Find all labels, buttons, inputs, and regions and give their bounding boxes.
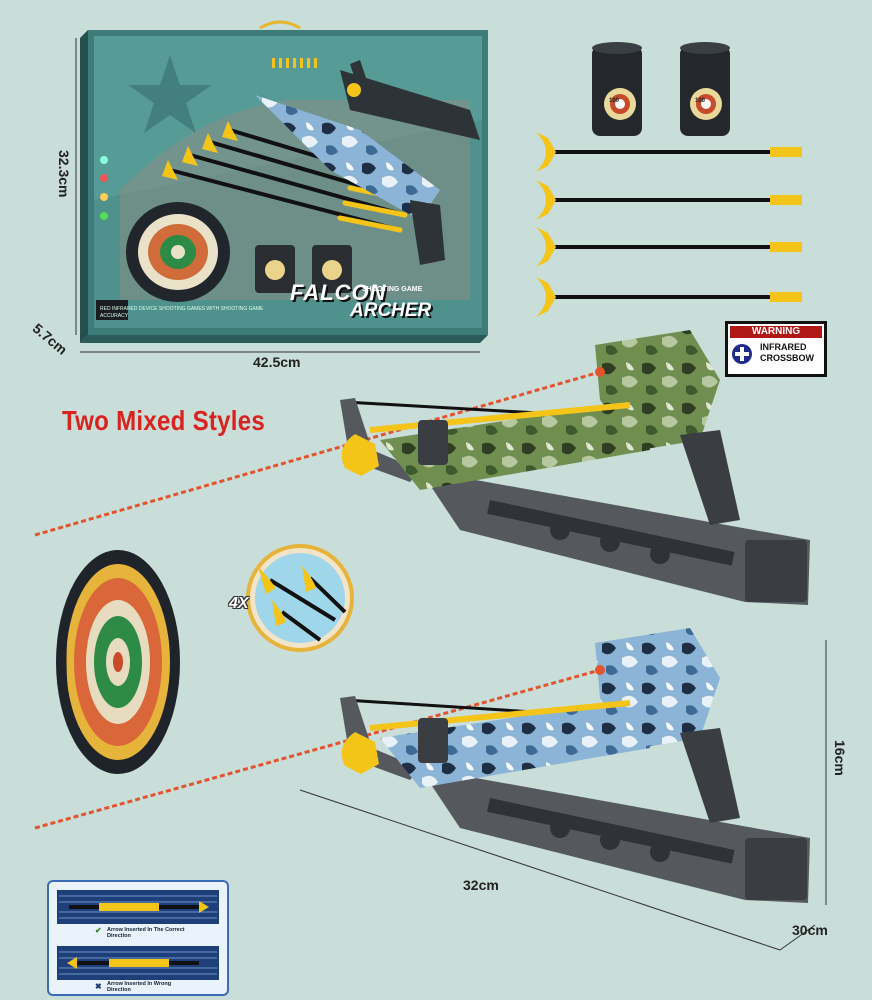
warning-text: INFRARED CROSSBOW: [760, 342, 826, 364]
wall-target: [56, 550, 180, 774]
inset-correct-caption: Arrow Inserted In The Correct Direction: [107, 927, 185, 939]
loose-arrow-2: [536, 180, 802, 220]
box-brand-small: SHOOTING GAME: [362, 286, 423, 293]
cup-target-1: [592, 42, 642, 136]
warning-text-line1: INFRARED: [760, 342, 807, 352]
box-age-badge: [96, 300, 128, 320]
cup-targets: [592, 42, 730, 136]
warning-text-line2: CROSSBOW: [760, 353, 814, 363]
loose-arrow-1: [536, 132, 802, 172]
laser-beam-top: [34, 370, 601, 537]
inset-graphic: [57, 890, 219, 980]
cup-target-2: [680, 42, 730, 136]
dim-box-width: 42.5cm: [253, 354, 301, 370]
loose-arrows: [536, 132, 802, 317]
dim-crossbow-length: 32cm: [463, 877, 499, 893]
check-icon: ✔: [95, 926, 102, 935]
arrow-count-badge: [246, 544, 354, 652]
crossbow-green-camo: [34, 330, 810, 605]
cross-icon: ✖: [95, 982, 102, 991]
cup-target-2-label: 100: [695, 98, 706, 104]
inset-wrong-caption: Arrow Inserted In Wrong Direction: [107, 981, 172, 993]
box-brand-line2: ARCHER: [350, 300, 432, 321]
arrow-count-text: 4X: [229, 595, 249, 612]
dim-box-height: 32.3cm: [56, 150, 72, 198]
product-box: [80, 20, 488, 343]
box-dimension-lines: [75, 38, 480, 353]
laser-beam-bottom: [34, 668, 601, 830]
crosshair-icon: [732, 344, 752, 364]
crossbow-dimension-lines: [299, 640, 827, 951]
dim-crossbow-height: 16cm: [832, 740, 848, 776]
box-cup-targets: [255, 245, 352, 293]
headline-text: Two Mixed Styles: [62, 405, 266, 436]
warning-label: WARNING INFRARED CROSSBOW: [725, 321, 827, 377]
loose-arrow-3: [536, 227, 802, 267]
box-side-icons: [100, 156, 108, 220]
box-brand-line1: FALCON: [290, 280, 387, 305]
arrow-direction-inset: ✔ Arrow Inserted In The Correct Directio…: [47, 880, 229, 996]
box-crossbow: [255, 60, 480, 265]
warning-title: WARNING: [730, 326, 822, 338]
box-ammo-row: [272, 58, 317, 68]
crossbow-blue-camo: [34, 628, 810, 903]
box-note: RED INFRARED DEVICE SHOOTING GAMES WITH …: [100, 306, 264, 319]
loose-arrow-4: [536, 277, 802, 317]
cup-target-1-label: 100: [609, 98, 620, 104]
dim-crossbow-width: 30cm: [792, 922, 828, 938]
box-target: [126, 202, 230, 302]
